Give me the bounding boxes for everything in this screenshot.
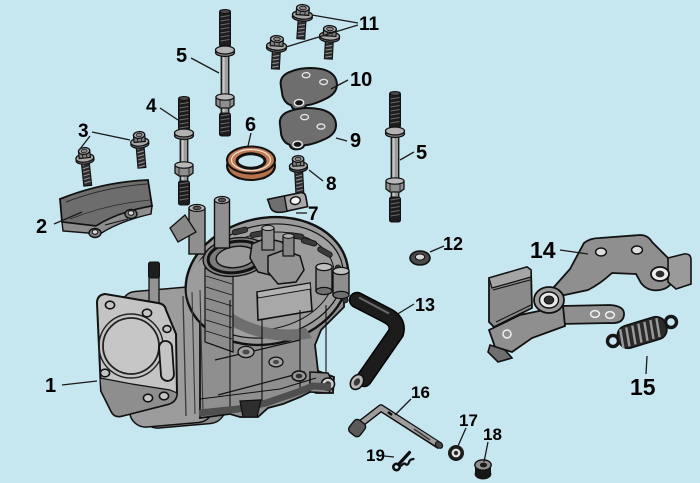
svg-text:8: 8	[326, 174, 337, 195]
svg-text:12: 12	[443, 234, 463, 254]
svg-text:15: 15	[630, 374, 656, 400]
svg-text:9: 9	[350, 130, 361, 152]
svg-text:13: 13	[415, 295, 435, 315]
svg-text:14: 14	[530, 237, 556, 263]
svg-text:1: 1	[45, 375, 56, 397]
svg-text:19: 19	[366, 446, 385, 465]
svg-text:10: 10	[350, 69, 372, 91]
svg-text:16: 16	[411, 383, 430, 402]
svg-text:2: 2	[36, 216, 47, 238]
svg-text:6: 6	[245, 114, 256, 136]
svg-text:18: 18	[483, 425, 502, 444]
svg-text:3: 3	[78, 121, 89, 142]
svg-text:5: 5	[176, 45, 187, 67]
svg-text:4: 4	[146, 96, 157, 117]
svg-text:5: 5	[416, 142, 427, 164]
svg-text:11: 11	[359, 14, 380, 35]
svg-text:7: 7	[308, 204, 319, 225]
svg-text:17: 17	[459, 411, 478, 430]
